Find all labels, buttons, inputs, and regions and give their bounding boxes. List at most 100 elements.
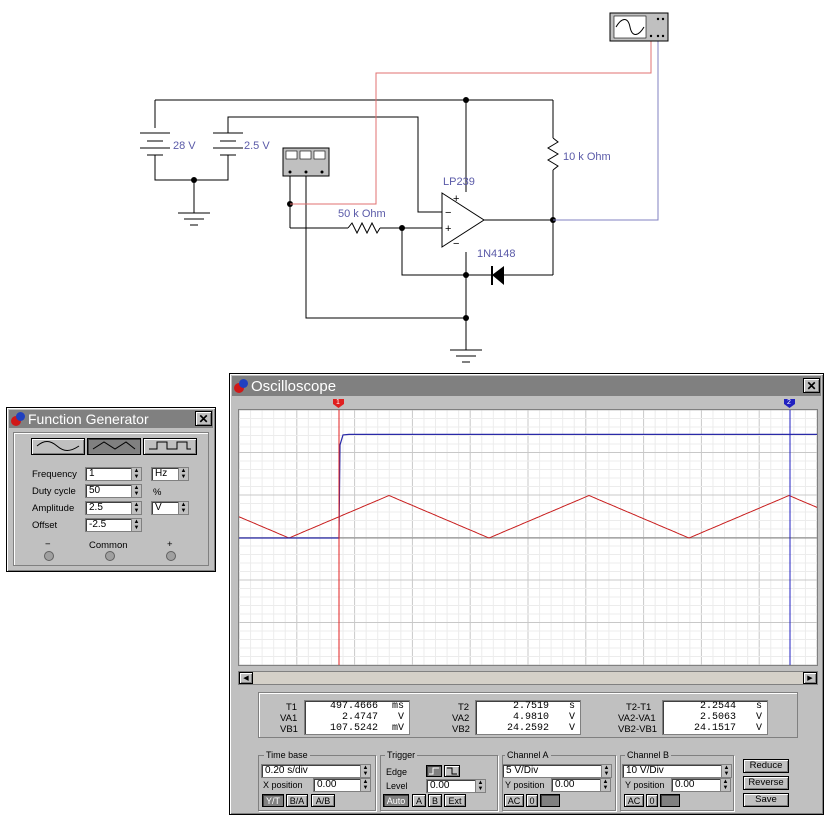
offset-spinner[interactable]: ▲▼ <box>131 519 141 531</box>
trigger-level-spinner[interactable]: ▲▼ <box>475 780 485 792</box>
dt-value: 2.2544 <box>699 701 736 712</box>
close-button[interactable]: ✕ <box>803 378 820 393</box>
timebase-group-label: Time base <box>264 750 310 760</box>
timebase-xpos-spinner[interactable]: ▲▼ <box>360 779 370 791</box>
channel-b-scale-select[interactable]: 10 V/Div <box>622 764 732 778</box>
oscilloscope-titlebar: Oscilloscope ✕ <box>232 376 821 396</box>
mode-ba-button[interactable]: B/A <box>286 794 308 807</box>
trigger-ext-button[interactable]: Ext <box>444 794 466 807</box>
trigger-level-input[interactable]: 0.00 <box>426 779 486 793</box>
frequency-label: Frequency <box>32 469 77 480</box>
channel-a-ypos-label: Y position <box>505 780 545 790</box>
duty-cycle-input[interactable]: 50 <box>85 484 142 498</box>
channel-b-ypos-input[interactable]: 0.00 <box>671 778 731 792</box>
trigger-a-button[interactable]: A <box>412 794 426 807</box>
channel-a-scale-spinner[interactable]: ▲▼ <box>601 765 611 777</box>
square-wave-icon <box>149 441 191 450</box>
amplitude-input[interactable]: 2.5 <box>85 501 142 515</box>
opamp-plus-sign: + <box>453 193 459 205</box>
function-generator-window: Function Generator ✕ Frequency 1 ▲▼ Hz ▲… <box>6 407 216 572</box>
resistor-50k-label: 50 k Ohm <box>338 208 386 220</box>
frequency-unit-spinner[interactable]: ▲▼ <box>178 468 188 480</box>
terminal-plus-label: + <box>167 539 173 550</box>
terminal-plus-connector[interactable] <box>166 551 176 561</box>
scroll-right-button[interactable]: ▶ <box>803 672 817 684</box>
t1-unit: ms <box>391 701 404 712</box>
trigger-level-label: Level <box>386 781 408 791</box>
amplitude-unit-spinner[interactable]: ▲▼ <box>178 502 188 514</box>
mode-ab-button[interactable]: A/B <box>311 794 335 807</box>
reverse-button[interactable]: Reverse <box>743 776 789 790</box>
trigger-group-label: Trigger <box>385 750 418 760</box>
save-button[interactable]: Save <box>743 793 789 807</box>
channel-b-ac-button[interactable]: AC <box>624 794 644 807</box>
va2-label: VA2 <box>452 713 470 724</box>
mode-yt-button[interactable]: Y/T <box>262 794 284 807</box>
channel-b-dc-button[interactable]: DC <box>660 794 680 807</box>
cursor2-handle[interactable]: 2 <box>784 399 795 408</box>
va1-unit: V <box>397 712 404 723</box>
opamp-noninverting-sign: + <box>445 223 451 235</box>
channel-b-group-label: Channel B <box>625 750 672 760</box>
trigger-b-button[interactable]: B <box>428 794 442 807</box>
close-button[interactable]: ✕ <box>195 411 212 426</box>
trigger-group <box>380 755 498 811</box>
sine-wave-icon <box>36 441 80 451</box>
channel-a-group <box>502 755 616 811</box>
dva-value: 2.5063 <box>699 712 736 723</box>
vb2-value: 24.2592 <box>506 723 549 734</box>
channel-a-ac-button[interactable]: AC <box>504 794 524 807</box>
terminal-common-connector[interactable] <box>105 551 115 561</box>
triangle-wave-button[interactable] <box>87 438 141 455</box>
circuit-schematic: 28 V 2.5 V 10 k Ohm 50 k Ohm LP239 1N414… <box>140 12 669 363</box>
dt-label: T2-T1 <box>626 702 652 713</box>
trigger-rising-edge-button[interactable] <box>426 765 442 777</box>
timebase-select[interactable]: 0.20 s/div <box>261 764 371 778</box>
channel-a-ypos-spinner[interactable]: ▲▼ <box>600 779 610 791</box>
channel-a-ypos-input[interactable]: 0.00 <box>551 778 611 792</box>
frequency-spinner[interactable]: ▲▼ <box>131 468 141 480</box>
trigger-auto-button[interactable]: Auto <box>383 794 409 807</box>
t2-unit: s <box>568 701 575 712</box>
duty-cycle-spinner[interactable]: ▲▼ <box>131 485 141 497</box>
timebase-spinner[interactable]: ▲▼ <box>360 765 370 777</box>
scroll-left-button[interactable]: ◀ <box>239 672 253 684</box>
oscilloscope-screen[interactable] <box>238 409 818 666</box>
trigger-falling-edge-button[interactable] <box>444 765 460 777</box>
offset-input[interactable]: -2.5 <box>85 518 142 532</box>
sine-wave-button[interactable] <box>31 438 85 455</box>
horizontal-scrollbar[interactable]: ◀ ▶ <box>238 671 818 685</box>
rising-edge-icon <box>429 767 439 775</box>
opamp-minus-sign: − <box>453 238 459 250</box>
channel-b-zero-button[interactable]: 0 <box>646 794 658 807</box>
vb2-label: VB2 <box>452 724 470 735</box>
t2-label: T2 <box>458 702 470 713</box>
amplitude-label: Amplitude <box>32 503 75 514</box>
frequency-input[interactable]: 1 <box>85 467 142 481</box>
diode-label: 1N4148 <box>477 248 516 260</box>
cursor1-handle[interactable]: 1 <box>333 399 344 408</box>
square-wave-button[interactable] <box>143 438 197 455</box>
va2-unit: V <box>568 712 575 723</box>
channel-a-dc-button[interactable]: DC <box>540 794 560 807</box>
channel-b-scale-spinner[interactable]: ▲▼ <box>721 765 731 777</box>
trigger-edge-label: Edge <box>386 767 408 777</box>
source2-label: 2.5 V <box>244 140 270 152</box>
reduce-button[interactable]: Reduce <box>743 759 789 773</box>
cursor2-readout-box <box>475 700 581 735</box>
triangle-wave-icon <box>92 441 136 450</box>
amplitude-spinner[interactable]: ▲▼ <box>131 502 141 514</box>
delta-readout-box <box>662 700 768 735</box>
timebase-xpos-input[interactable]: 0.00 <box>313 778 371 792</box>
source1-label: 28 V <box>173 140 196 152</box>
channel-a-scale-select[interactable]: 5 V/Div <box>502 764 612 778</box>
function-generator-symbol <box>282 147 330 177</box>
channel-a-zero-button[interactable]: 0 <box>526 794 538 807</box>
terminal-minus-connector[interactable] <box>44 551 54 561</box>
va1-value: 2.4747 <box>341 712 378 723</box>
vb2-unit: V <box>568 723 575 734</box>
falling-edge-icon <box>447 767 457 775</box>
dva-unit: V <box>755 712 762 723</box>
channel-b-ypos-spinner[interactable]: ▲▼ <box>720 779 730 791</box>
vb1-value: 107.5242 <box>329 723 378 734</box>
